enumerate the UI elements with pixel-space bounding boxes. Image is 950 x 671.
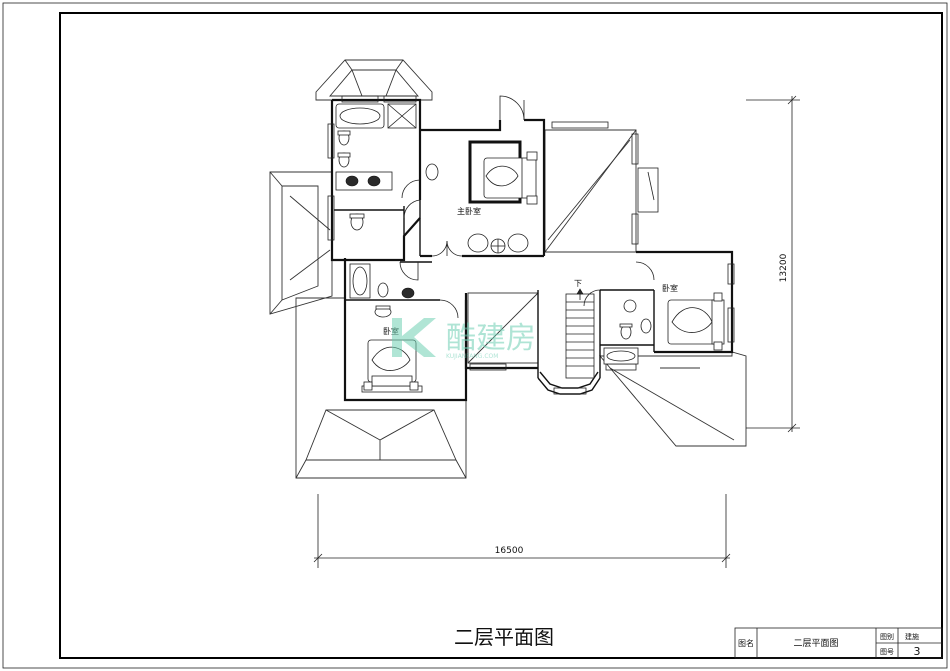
title-block-name-value: 二层平面图 bbox=[793, 638, 838, 649]
staircase bbox=[565, 288, 595, 379]
roof-right-gable bbox=[544, 129, 659, 253]
doors bbox=[399, 95, 655, 319]
title-block-category-label: 图别 bbox=[880, 632, 894, 641]
title-block-category-value: 建施 bbox=[905, 632, 919, 641]
watermark-url: KUJIANFANG.COM bbox=[446, 353, 498, 360]
watermark: 酷建房 KUJIANFANG.COM bbox=[392, 318, 536, 360]
roof-left-hip bbox=[269, 171, 333, 315]
watermark-brand: 酷建房 bbox=[446, 321, 536, 356]
master-bath-fixtures bbox=[335, 103, 417, 231]
roof-bottom-right bbox=[599, 351, 747, 447]
master-bedroom-furniture bbox=[425, 140, 538, 254]
dimension-height-value: 13200 bbox=[779, 253, 789, 282]
room-label-master-bedroom: 主卧室 bbox=[457, 206, 481, 216]
title-block bbox=[734, 627, 943, 659]
drawing-title: 二层平面图 bbox=[454, 625, 554, 649]
dimension-width bbox=[313, 494, 731, 568]
dimension-height bbox=[746, 95, 800, 433]
left-bedroom-furniture bbox=[363, 305, 419, 391]
title-block-name-label: 图名 bbox=[738, 638, 754, 648]
roof-bottom-left bbox=[295, 297, 467, 479]
right-bedroom-furniture bbox=[603, 292, 725, 365]
roof-top-bay bbox=[315, 59, 433, 101]
room-label-left-bedroom: 卧室 bbox=[383, 326, 399, 336]
dimension-width-value: 16500 bbox=[495, 546, 524, 556]
left-bath-fixtures bbox=[349, 263, 415, 299]
watermark-logo-icon bbox=[392, 318, 436, 357]
title-block-number-label: 图号 bbox=[880, 648, 894, 656]
room-label-right-bedroom: 卧室 bbox=[662, 283, 678, 293]
sheet-inner-border bbox=[59, 12, 943, 659]
stair-direction-label: 下 bbox=[574, 279, 582, 288]
title-block-number-value: 3 bbox=[914, 645, 921, 658]
walls bbox=[330, 98, 734, 402]
